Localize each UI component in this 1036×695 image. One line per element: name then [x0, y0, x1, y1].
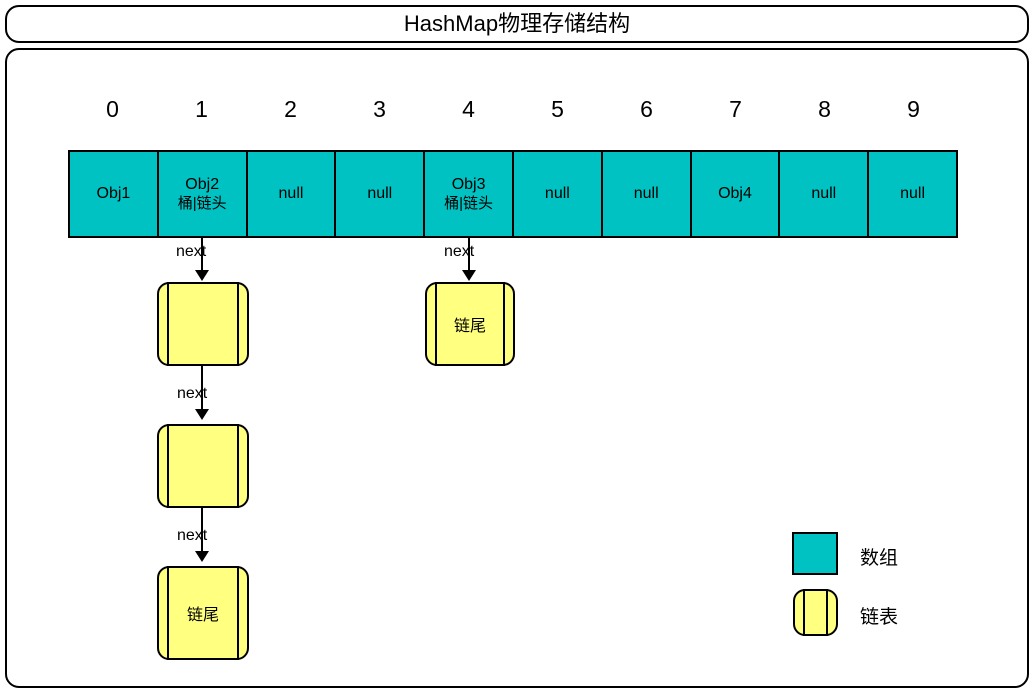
array-index-7: 7	[729, 96, 742, 122]
array-bucket-8[interactable]: null	[780, 152, 870, 236]
legend-list-node-shape	[793, 589, 838, 636]
bucket-1-role: 桶|链头	[177, 194, 227, 212]
bucket-9-value: null	[900, 184, 926, 202]
bucket1-edge2-label: next	[177, 385, 208, 402]
bucket-0-value: Obj1	[96, 184, 131, 202]
bucket1-edge2-line	[201, 366, 203, 410]
bucket1-edge1-label: next	[176, 243, 207, 260]
bucket-5-value: null	[544, 184, 570, 202]
array-index-2: 2	[284, 96, 297, 122]
chain4-node-tail[interactable]: 链尾	[425, 282, 515, 366]
chain4-node-tail-label: 链尾	[453, 318, 486, 335]
array-index-4: 4	[462, 96, 475, 122]
array-index-9: 9	[907, 96, 920, 122]
bucket1-edge1-line	[201, 238, 203, 271]
chain1-node-tail[interactable]: 链尾	[157, 566, 249, 660]
bucket4-edge1-arrowhead	[462, 270, 476, 281]
array-bucket-5[interactable]: null	[513, 152, 603, 236]
array-bucket-2[interactable]: null	[247, 152, 337, 236]
bucket-3-value: null	[367, 184, 393, 202]
bucket-6-value: null	[633, 184, 659, 202]
array-index-row: 0 1 2 3 4 5 6 7 8 9	[68, 92, 958, 126]
bucket-8-value: null	[811, 184, 837, 202]
array-bucket-4[interactable]: Obj3 桶|链头	[425, 152, 514, 236]
hash-array: Obj1 Obj2 桶|链头 null null Obj3 桶|链头 null …	[68, 150, 958, 238]
bucket1-edge2-arrowhead	[195, 409, 209, 420]
legend-array-swatch	[792, 532, 838, 575]
bucket-7-value: Obj4	[718, 184, 752, 202]
bucket4-edge1-line	[468, 238, 470, 271]
array-index-0: 0	[106, 96, 119, 122]
array-index-1: 1	[195, 96, 208, 122]
array-index-8: 8	[818, 96, 831, 122]
bucket1-edge3-label: next	[177, 527, 208, 544]
chain1-node-2[interactable]	[157, 424, 249, 508]
array-index-5: 5	[551, 96, 564, 122]
array-index-3: 3	[373, 96, 386, 122]
array-index-6: 6	[640, 96, 653, 122]
diagram-title-bar: HashMap物理存储结构	[5, 5, 1029, 43]
bucket-4-value: Obj3	[451, 175, 486, 193]
array-bucket-6[interactable]: null	[602, 152, 692, 236]
legend-array-label: 数组	[860, 548, 899, 569]
bucket4-edge1-label: next	[444, 243, 475, 260]
array-bucket-0[interactable]: Obj1	[70, 152, 159, 236]
array-bucket-9[interactable]: null	[869, 152, 956, 236]
bucket-1-value: Obj2	[185, 175, 220, 193]
chain1-node-tail-label: 链尾	[186, 607, 219, 624]
bucket-4-role: 桶|链头	[444, 194, 494, 212]
array-bucket-1[interactable]: Obj2 桶|链头	[158, 152, 248, 236]
legend-list-swatch	[793, 589, 838, 636]
legend-list-label: 链表	[860, 607, 899, 628]
chain1-node-1[interactable]	[157, 282, 249, 366]
array-bucket-3[interactable]: null	[336, 152, 426, 236]
bucket-2-value: null	[278, 184, 304, 202]
bucket1-edge3-line	[201, 508, 203, 552]
bucket1-edge3-arrowhead	[195, 551, 209, 562]
page-title: HashMap物理存储结构	[403, 11, 631, 36]
array-bucket-7[interactable]: Obj4	[691, 152, 781, 236]
bucket1-edge1-arrowhead	[195, 270, 209, 281]
